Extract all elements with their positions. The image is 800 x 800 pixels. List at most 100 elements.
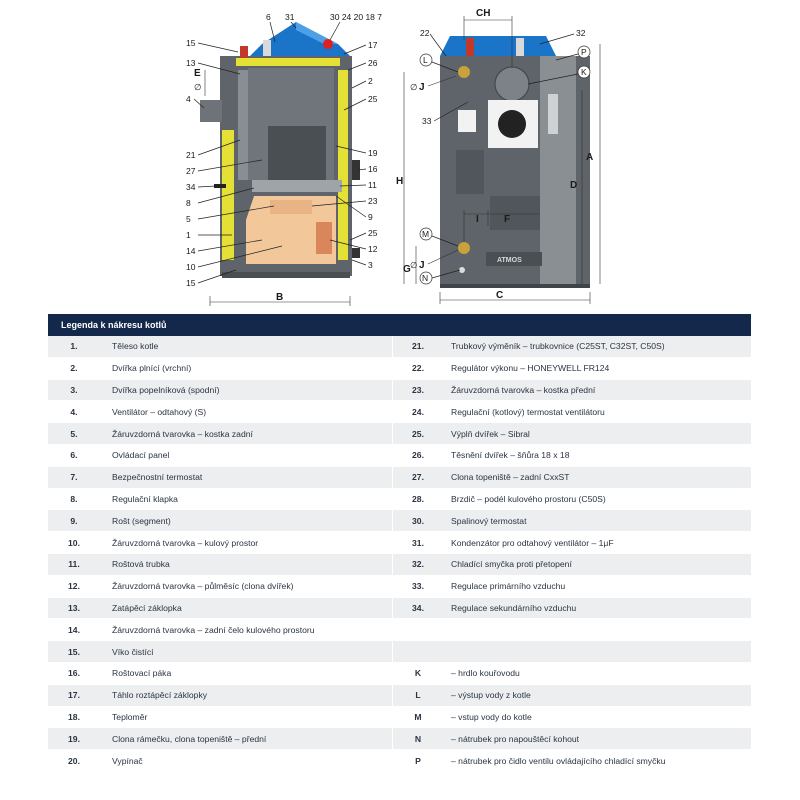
- dim-j-bottom: J: [419, 260, 425, 271]
- dim-a: A: [586, 152, 593, 163]
- legend-description-left: Roštovací páka: [112, 668, 172, 679]
- grate-tube: [252, 180, 342, 192]
- legend-number-right: 34.: [412, 602, 424, 613]
- dim-c: C: [496, 290, 503, 301]
- callout-17: 17: [368, 40, 378, 50]
- fireclay-block: [270, 200, 312, 214]
- legend-description-right: Regulační (kotlový) termostat ventilátor…: [451, 406, 605, 417]
- rear-fitting-red: [466, 38, 474, 56]
- legend-row: 12.Žáruvzdorná tvarovka – půlměsíc (clon…: [48, 575, 751, 598]
- legend-description-right: – hrdlo kouřovodu: [451, 668, 520, 679]
- brand-plate: [486, 252, 542, 266]
- callout-top-group: 30 24 20 18 7: [330, 12, 382, 22]
- legend-number-right: 22.: [412, 363, 424, 374]
- dim-i: I: [476, 214, 479, 225]
- legend-description-left: Těleso kotle: [112, 341, 159, 352]
- thermometer: [323, 39, 333, 49]
- legend-number-left: 9.: [70, 515, 78, 526]
- legend-number-left: 7.: [70, 472, 78, 483]
- brand-plate-text: ATMOS: [497, 257, 522, 264]
- boiler-base: [222, 272, 350, 278]
- legend-description-left: Regulační klapka: [112, 493, 178, 504]
- legend-description-right: Těsnění dvířek – šňůra 18 x 18: [451, 450, 570, 461]
- legend-description-left: Dvířka plnící (vrchní): [112, 363, 192, 374]
- legend-number-right: 25.: [412, 428, 424, 439]
- rear-fitting: [516, 38, 524, 56]
- legend-description-right: – vstup vody do kotle: [451, 711, 532, 722]
- legend-separator: [392, 401, 393, 423]
- legend-number-right: 31.: [412, 537, 424, 548]
- legend-row: 14. Žáruvzdorná tvarovka – zadní čelo kul…: [48, 619, 751, 642]
- legend-separator: [392, 575, 393, 597]
- legend-description-right: Regulace sekundárního vzduchu: [451, 602, 577, 613]
- legend-number-left: 3.: [70, 384, 78, 395]
- top-fitting: [240, 46, 248, 58]
- legend-description-left: Clona rámečku, clona topeniště – přední: [112, 733, 267, 744]
- legend-description-left: Rošt (segment): [112, 515, 171, 526]
- diameter-symbol-j1: ∅: [410, 82, 418, 92]
- legend-separator: [392, 444, 393, 466]
- rear-side-panel: [540, 56, 576, 284]
- tube-exchanger: [238, 70, 248, 180]
- callout-8: 8: [186, 198, 191, 208]
- dim-b: B: [276, 292, 283, 303]
- dim-h: H: [396, 176, 403, 187]
- legend-description-right: Kondenzátor pro odtahový ventilátor – 1μ…: [451, 537, 614, 548]
- callout-6: 6: [266, 12, 271, 22]
- callout-m: M: [422, 229, 429, 239]
- legend-number-left: 2.: [70, 363, 78, 374]
- legend-description-right: Žáruvzdorná tvarovka – kostka přední: [451, 384, 596, 395]
- callout-2: 2: [368, 76, 373, 86]
- legend-description-left: Víko čistící: [112, 646, 154, 657]
- legend-number-right: L: [415, 690, 421, 701]
- boiler-drawings-svg: 6 31 30 24 20 18 7 15 13 4 21 27 34 8 5 …: [186, 8, 601, 306]
- legend-description-left: Roštová trubka: [112, 559, 170, 570]
- legend-number-right: 27.: [412, 472, 424, 483]
- legend-number-left: 13.: [68, 602, 80, 613]
- legend-row: 13. Zatápěcí záklopka 34. Regulace sekundár…: [48, 597, 751, 620]
- callout-15-top: 15: [186, 38, 196, 48]
- callout-31: 31: [285, 12, 295, 22]
- dim-d: D: [570, 180, 577, 191]
- legend-number-right: M: [414, 711, 422, 722]
- legend-separator: [392, 641, 393, 662]
- legend-description-left: Žáruvzdorná tvarovka – zadní čelo kulové…: [112, 624, 315, 635]
- legend-number-right: 26.: [412, 450, 424, 461]
- legend-description-left: Žáruvzdorná tvarovka – kulový prostor: [112, 537, 259, 548]
- callout-4: 4: [186, 94, 191, 104]
- legend-number-left: 5.: [70, 428, 78, 439]
- callout-27: 27: [186, 166, 196, 176]
- legend-number-right: 33.: [412, 581, 424, 592]
- exhaust-fan: [200, 100, 222, 122]
- legend-separator: [392, 336, 393, 357]
- legend-separator: [392, 728, 393, 750]
- legend-number-right: 32.: [412, 559, 424, 570]
- secondary-air-lever: [214, 184, 226, 188]
- legend-description-left: Žáruvzdorná tvarovka – půlměsíc (clona d…: [112, 581, 294, 592]
- callout-16: 16: [368, 164, 378, 174]
- legend-description-right: Výplň dvířek – Sibral: [451, 428, 530, 439]
- legend-number-right: 23.: [412, 384, 424, 395]
- legend-number-left: 1.: [70, 341, 78, 352]
- legend-separator: [392, 532, 393, 553]
- legend-description-left: Ventilátor – odtahový (S): [112, 406, 207, 417]
- diameter-symbol-j2: ∅: [410, 260, 418, 270]
- callout-n: N: [422, 273, 428, 283]
- rear-top-cover: [440, 36, 556, 56]
- callout-3: 3: [368, 260, 373, 270]
- rear-base: [440, 284, 590, 288]
- dim-ch: CH: [476, 8, 490, 19]
- legend-description-left: Zatápěcí záklopka: [112, 602, 182, 613]
- legend-number-left: 14.: [68, 624, 80, 635]
- callout-11: 11: [368, 180, 377, 190]
- legend-number-left: 11.: [68, 559, 80, 570]
- callout-22: 22: [420, 28, 430, 38]
- combustion-chamber: [246, 196, 336, 264]
- dim-j-top: J: [419, 82, 425, 93]
- insulation-rear: [338, 70, 348, 260]
- legend-number-left: 20.: [68, 755, 80, 766]
- legend-description-right: – nátrubek pro napouštěcí kohout: [451, 733, 580, 744]
